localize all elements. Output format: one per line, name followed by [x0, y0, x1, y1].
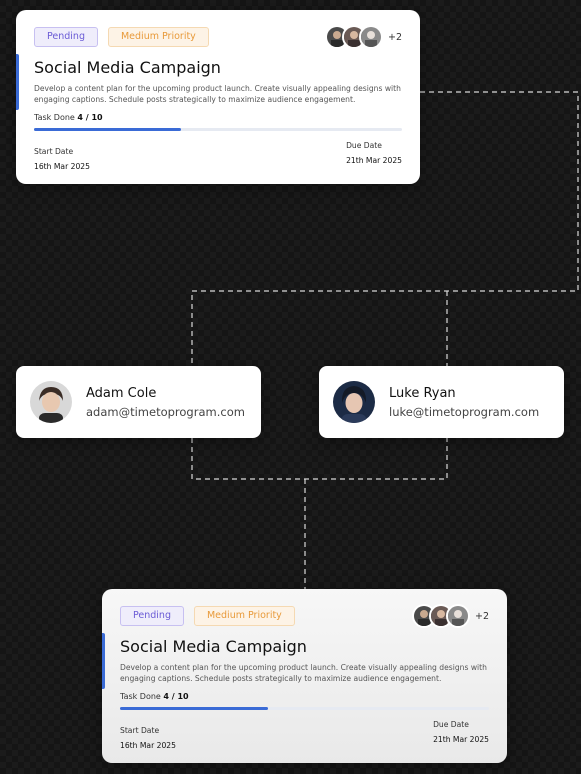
user-card-luke[interactable]: Luke Ryan luke@timetoprogram.com — [319, 366, 564, 438]
task-title: Social Media Campaign — [120, 637, 307, 656]
connector-bottom-join — [191, 438, 448, 480]
due-date-label: Due Date — [346, 141, 382, 150]
member-avatars[interactable]: +2 — [411, 604, 489, 628]
status-badge: Pending — [34, 27, 98, 47]
task-card-top[interactable]: Pending Medium Priority +2 Social Media … — [16, 10, 420, 184]
priority-badge: Medium Priority — [107, 27, 209, 47]
start-date-label: Start Date — [120, 726, 160, 735]
task-card-bottom[interactable]: Pending Medium Priority +2 Social Media … — [102, 589, 507, 763]
task-done-label: Task Done — [120, 692, 161, 701]
task-description: Develop a content plan for the upcoming … — [34, 84, 401, 104]
extra-members-count: +2 — [474, 610, 489, 622]
avatar — [333, 381, 375, 423]
due-date-label: Due Date — [433, 720, 469, 729]
user-email: luke@timetoprogram.com — [389, 404, 540, 419]
task-done-label: Task Done — [34, 113, 75, 122]
task-description: Develop a content plan for the upcoming … — [120, 663, 487, 683]
task-done: Task Done 4 / 10 — [120, 692, 489, 701]
progress-bar — [120, 707, 489, 710]
due-date: 21th Mar 2025 — [346, 156, 402, 165]
due-date: 21th Mar 2025 — [433, 735, 489, 744]
start-date: 16th Mar 2025 — [120, 741, 176, 750]
avatar — [411, 604, 436, 628]
start-date: 16th Mar 2025 — [34, 162, 90, 171]
user-email: adam@timetoprogram.com — [86, 404, 245, 419]
member-avatars[interactable]: +2 — [324, 25, 402, 49]
avatar — [358, 25, 383, 49]
progress-bar — [34, 128, 402, 131]
task-title: Social Media Campaign — [34, 58, 221, 77]
user-card-adam[interactable]: Adam Cole adam@timetoprogram.com — [16, 366, 261, 438]
task-done: Task Done 4 / 10 — [34, 113, 402, 122]
avatar — [445, 604, 470, 628]
card-accent-bar — [102, 633, 105, 689]
progress-fill — [34, 128, 182, 131]
card-accent-bar — [16, 54, 19, 110]
user-name: Adam Cole — [86, 385, 157, 401]
extra-members-count: +2 — [387, 31, 402, 43]
progress-fill — [120, 707, 268, 710]
start-date-label: Start Date — [34, 147, 74, 156]
task-done-value: 4 / 10 — [77, 113, 103, 122]
task-done-value: 4 / 10 — [163, 692, 189, 701]
user-name: Luke Ryan — [389, 385, 456, 401]
status-badge: Pending — [120, 606, 184, 626]
priority-badge: Medium Priority — [193, 606, 295, 626]
avatar — [30, 381, 72, 423]
